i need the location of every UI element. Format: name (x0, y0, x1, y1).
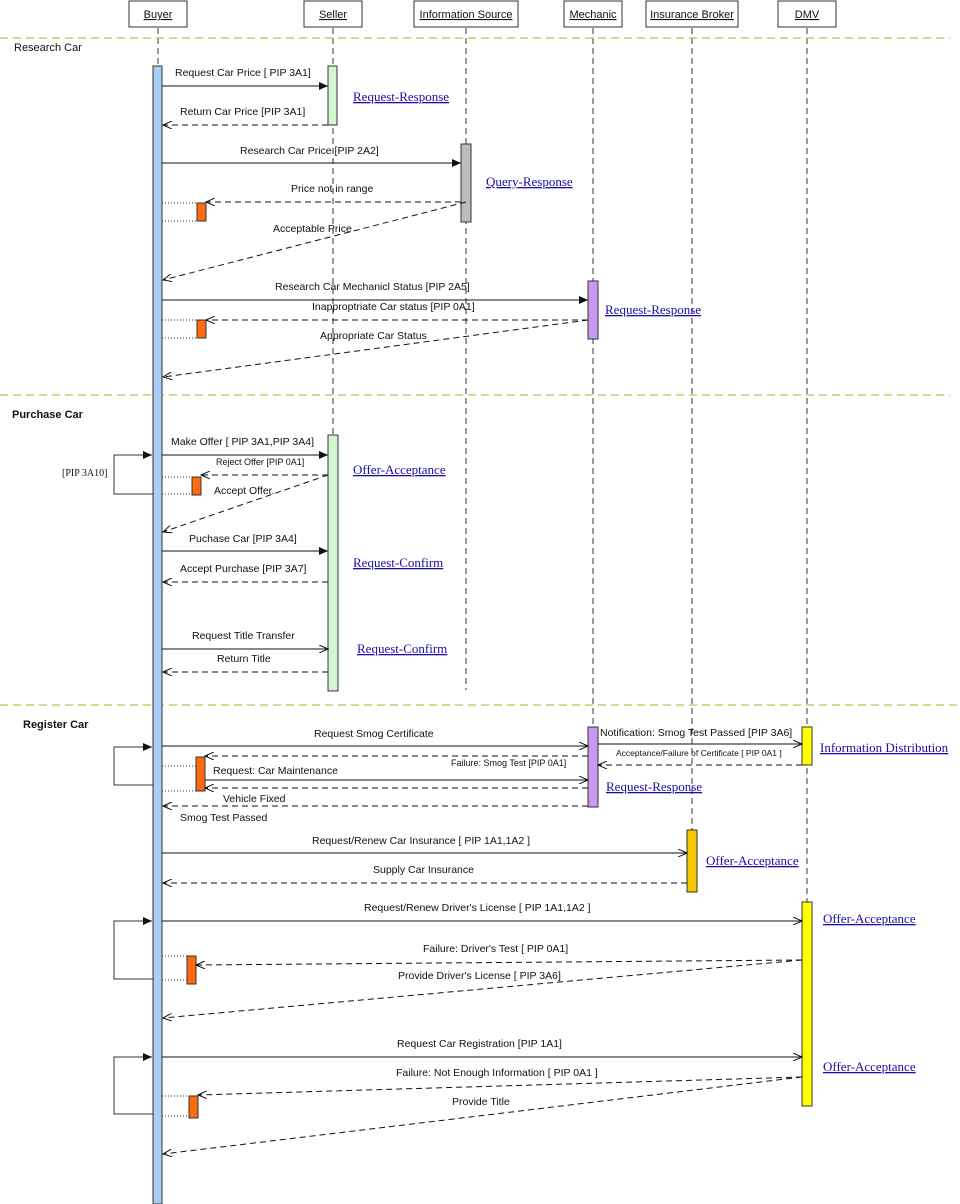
arrow-accept-offer (163, 474, 329, 532)
participant-label: Buyer (144, 9, 173, 21)
message-label: Request/Renew Driver's License [ PIP 1A1… (364, 902, 591, 914)
message-label: Failure: Smog Test [PIP 0A1] (451, 758, 566, 768)
participant-seller: Seller (303, 0, 363, 28)
participant-label: Insurance Broker (650, 9, 734, 21)
activation-bars (152, 65, 813, 1204)
return-arrows (163, 125, 803, 1154)
message-label: Request Car Registration [PIP 1A1] (397, 1038, 562, 1050)
participant-buyer: Buyer (128, 0, 188, 28)
message-label: Acceptance/Failure of Certificate [ PIP … (616, 748, 782, 758)
message-label: Return Title (217, 653, 271, 665)
loop-license (113, 917, 153, 980)
pattern-link-offer-acceptance[interactable]: Offer-Acceptance (823, 911, 916, 926)
loop-make-offer (113, 451, 153, 495)
participant-label: Seller (319, 9, 347, 21)
activation-insurance-broker (686, 829, 698, 893)
message-label: Failure: Not Enough Information [ PIP 0A… (396, 1067, 598, 1079)
message-label: Request: Car Maintenance (213, 765, 338, 777)
request-arrows (162, 82, 802, 1057)
message-label: Smog Test Passed (180, 812, 268, 824)
message-label: Inapproptriate Car status [PIP 0A1] (312, 301, 475, 313)
failure-boxes (162, 202, 207, 1119)
failure-box (186, 955, 197, 985)
message-label: Acceptable Price (273, 223, 352, 235)
loop-smog (113, 743, 153, 786)
loop-note: [PIP 3A10] (62, 468, 107, 479)
arrow-provide-license (163, 959, 803, 1018)
activation-information-source (460, 143, 472, 223)
activation-mechanic-1 (587, 280, 599, 340)
section-purchase-car: Purchase Car (12, 409, 84, 421)
loop-registration (113, 1053, 153, 1115)
activation-dmv-1 (801, 726, 813, 766)
activation-dmv-2 (801, 901, 813, 1107)
participant-mechanic: Mechanic (563, 0, 623, 28)
participant-label: Mechanic (569, 9, 617, 21)
message-label: Notification: Smog Test Passed [PIP 3A6] (600, 727, 792, 739)
pattern-link-query-response[interactable]: Query-Response (486, 174, 573, 189)
message-label: Request/Renew Car Insurance [ PIP 1A1,1A… (312, 835, 530, 847)
failure-box (196, 202, 207, 222)
message-labels: Request Car Price [ PIP 3A1] Return Car … (171, 67, 792, 1108)
arrow-acceptable-price (163, 201, 467, 280)
pattern-links[interactable]: Request-Response Query-Response Request-… (353, 89, 949, 1074)
pattern-link-request-confirm[interactable]: Request-Confirm (353, 555, 443, 570)
message-label: Request Smog Certificate (314, 728, 434, 740)
message-label: Accept Purchase [PIP 3A7] (180, 563, 307, 575)
pattern-link-request-response[interactable]: Request-Response (353, 89, 449, 104)
failure-box (195, 756, 206, 792)
message-label: Puchase Car [PIP 3A4] (189, 533, 297, 545)
message-label: Request Title Transfer (192, 630, 295, 642)
message-label: Research Car Mechanicl Status [PIP 2A5] (275, 281, 470, 293)
pattern-link-request-response[interactable]: Request-Response (606, 779, 702, 794)
message-label: Supply Car Insurance (373, 864, 474, 876)
participant-label: DMV (795, 9, 820, 21)
participant-insurance-broker: Insurance Broker (645, 0, 739, 28)
participant-label: Information Source (420, 9, 513, 21)
pattern-link-information-distribution[interactable]: Information Distribution (820, 740, 949, 755)
pattern-link-request-confirm[interactable]: Request-Confirm (357, 641, 447, 656)
lifelines (157, 28, 808, 1204)
participant-information-source: Information Source (413, 0, 519, 28)
message-label: Failure: Driver's Test [ PIP 0A1] (423, 943, 568, 955)
message-label: Vehicle Fixed (223, 793, 286, 805)
pattern-link-request-response[interactable]: Request-Response (605, 302, 701, 317)
participant-dmv: DMV (777, 0, 837, 28)
message-label: Provide Title (452, 1096, 510, 1108)
arrow-failure-not-enough-info (198, 1076, 803, 1095)
message-label: Request Car Price [ PIP 3A1] (175, 67, 311, 79)
activation-mechanic-2 (587, 726, 599, 808)
activation-seller-2 (327, 434, 339, 692)
failure-box (196, 319, 207, 339)
pattern-link-offer-acceptance[interactable]: Offer-Acceptance (353, 462, 446, 477)
participant-headers: Buyer Seller Information Source Mechanic… (128, 0, 837, 28)
arrow-appropriate-status (163, 319, 589, 377)
pattern-link-offer-acceptance[interactable]: Offer-Acceptance (823, 1059, 916, 1074)
section-dividers (0, 37, 960, 706)
section-research-car: Research Car (14, 42, 82, 54)
failure-box (188, 1095, 199, 1119)
message-label: Make Offer [ PIP 3A1,PIP 3A4] (171, 436, 314, 448)
arrow-provide-title (163, 1076, 803, 1154)
failure-box (191, 476, 202, 496)
message-label: Appropriate Car Status (320, 330, 427, 342)
activation-seller-1 (327, 65, 338, 126)
message-label: Price not in range (291, 183, 373, 195)
arrow-failure-drivers-test (196, 959, 803, 965)
activation-buyer (152, 65, 163, 1204)
pattern-link-offer-acceptance[interactable]: Offer-Acceptance (706, 853, 799, 868)
section-register-car: Register Car (23, 719, 89, 731)
message-label: Research Car Price [PIP 2A2] (240, 145, 379, 157)
self-loops (113, 451, 153, 1115)
message-label: Accept Offer. (214, 485, 275, 497)
message-label: Provide Driver's License [ PIP 3A6] (398, 970, 561, 982)
message-label: Reject Offer [PIP 0A1] (216, 457, 304, 467)
message-label: Return Car Price [PIP 3A1] (180, 106, 305, 118)
